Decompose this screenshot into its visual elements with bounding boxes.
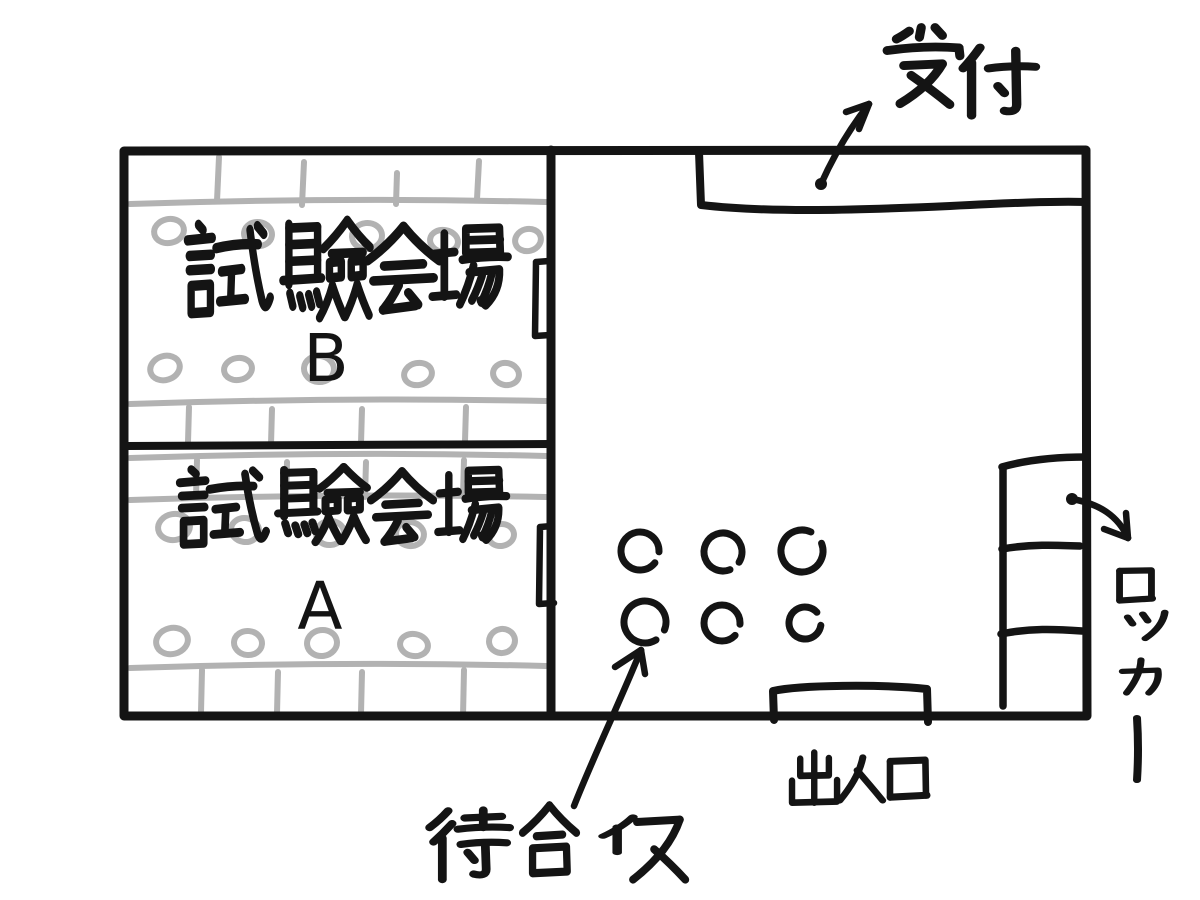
chair [620, 597, 670, 647]
chair [617, 528, 663, 574]
rooms-divider-wall [120, 440, 555, 450]
entrance-label [792, 753, 927, 803]
room-a-door [535, 522, 558, 608]
chair [700, 529, 746, 575]
outer-wall [119, 145, 1092, 721]
room-b-label [187, 220, 508, 317]
entrance-mark [769, 681, 932, 726]
room-a-letter: A [297, 568, 342, 645]
room-b-door [531, 257, 554, 340]
reception-arrow [815, 100, 873, 190]
waiting-chairs-arrow [570, 646, 649, 810]
chair [777, 526, 827, 576]
waiting-chairs-label [430, 805, 686, 879]
room-a-label [180, 467, 507, 544]
locker-arrow [1066, 493, 1132, 542]
locker [997, 453, 1090, 710]
chair [700, 601, 744, 645]
waiting-chairs [617, 526, 827, 647]
reception-label [887, 28, 1035, 116]
chair [785, 603, 825, 643]
reception-counter [695, 148, 1090, 215]
room-b-letter: B [303, 320, 348, 397]
locker-label [1120, 570, 1165, 780]
